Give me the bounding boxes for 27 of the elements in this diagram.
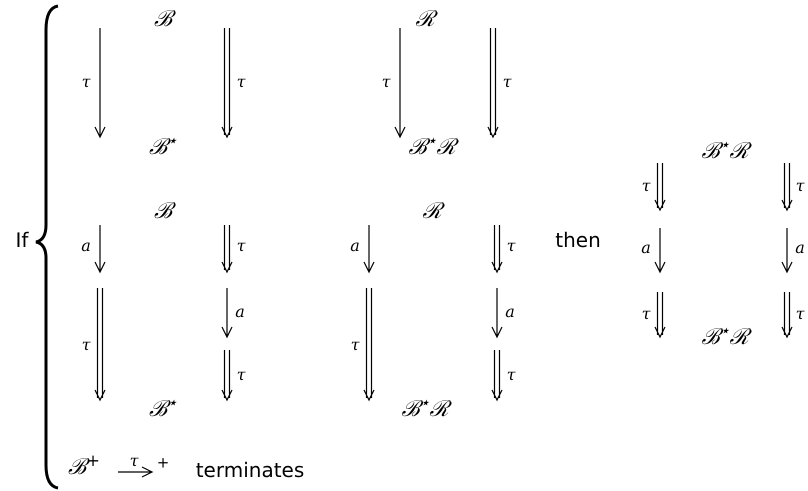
math-text: τ [796,178,804,194]
math-text: a [81,238,91,254]
math-text: τ [350,337,360,353]
math-text: τ [642,178,650,194]
math-text: τ [82,74,90,90]
math-text: If [16,230,28,250]
math-text: τ [236,238,246,254]
math-text: τ [506,238,516,254]
math-text: + [156,456,170,470]
math-text: a [235,304,245,320]
math-text: a [641,240,651,256]
math-text: τ [502,74,512,90]
math-text: ℬ$^{⋆}$ [149,399,177,421]
math-text: then [555,230,601,250]
math-text: terminates [196,460,304,480]
math-text: τ [382,74,390,90]
math-text: τ [236,74,246,90]
math-text: τ [130,453,138,469]
math-text: a [350,238,360,254]
math-text: τ [236,367,246,383]
math-text: a [795,240,805,256]
math-text: a [505,304,515,320]
math-text: τ [506,367,516,383]
math-text: τ [796,306,804,322]
math-text: τ [82,337,90,353]
math-text: ℬ$^{⋆}$ [149,137,177,159]
math-text: τ [642,306,650,322]
